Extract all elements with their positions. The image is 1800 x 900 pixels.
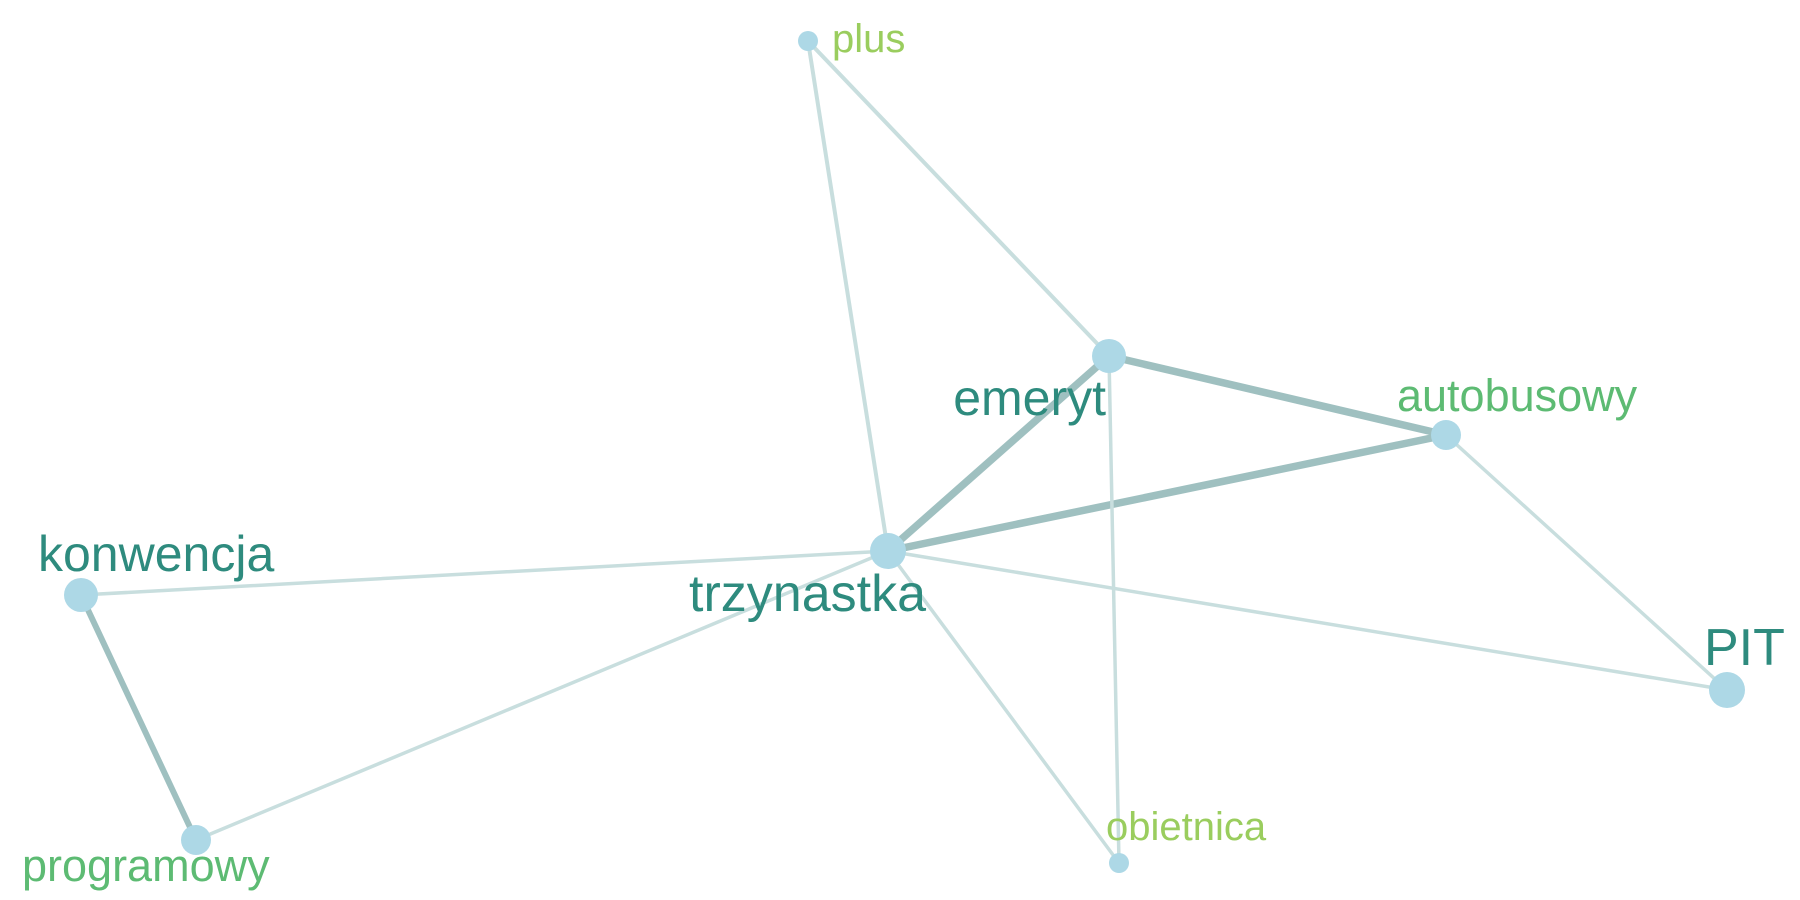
label-trzynastka: trzynastka: [689, 565, 926, 623]
label-obietnica: obietnica: [1106, 805, 1267, 849]
node-trzynastka: [870, 533, 906, 569]
label-emeryt: emeryt: [953, 370, 1106, 426]
node-plus: [798, 31, 818, 51]
edge-autobusowy-PIT: [1444, 433, 1729, 692]
edge-trzynastka-autobusowy: [884, 431, 1450, 555]
edge-plus-emeryt: [806, 39, 1111, 358]
nodes-layer: [64, 31, 1745, 873]
edge-trzynastka-PIT: [886, 549, 1729, 692]
node-PIT: [1709, 672, 1745, 708]
edge-emeryt-trzynastka: [884, 352, 1113, 555]
edge-emeryt-obietnica: [1107, 354, 1121, 865]
label-programowy: programowy: [22, 840, 270, 891]
edge-plus-trzynastka: [806, 39, 890, 553]
labels-layer: plus emeryt autobusowy trzynastka konwencja p…: [22, 17, 1785, 891]
node-emeryt: [1092, 339, 1126, 373]
edge-trzynastka-programowy: [194, 549, 890, 842]
label-autobusowy: autobusowy: [1397, 370, 1638, 421]
edge-trzynastka-obietnica: [886, 549, 1121, 865]
edge-trzynastka-konwencja: [79, 549, 890, 597]
node-konwencja: [64, 578, 98, 612]
edges-layer: [78, 39, 1729, 865]
edge-emeryt-autobusowy: [1105, 352, 1450, 439]
node-programowy: [181, 825, 211, 855]
edge-konwencja-programowy: [78, 592, 199, 843]
node-obietnica: [1109, 853, 1129, 873]
label-PIT: PIT: [1704, 619, 1785, 677]
label-plus: plus: [832, 17, 905, 61]
label-konwencja: konwencja: [38, 526, 274, 582]
node-autobusowy: [1431, 420, 1461, 450]
